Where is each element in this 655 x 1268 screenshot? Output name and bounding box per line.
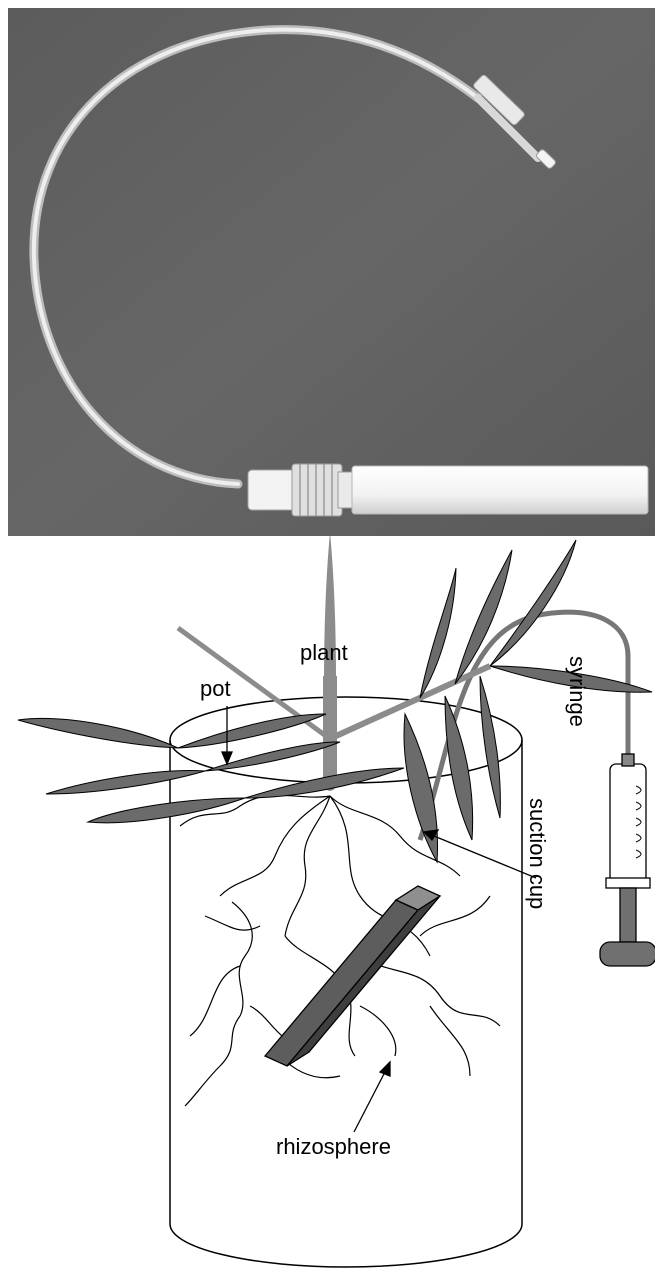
rhizosphere-label: rhizosphere xyxy=(276,1134,391,1159)
suction-cup-arrow xyxy=(434,836,536,878)
device-photo xyxy=(8,8,655,536)
syringe xyxy=(600,754,655,966)
pot-label: pot xyxy=(200,676,231,701)
rhizosphere-sampling-diagram: plant pot rhizosphere syringe suction cu… xyxy=(0,536,655,1268)
plant xyxy=(18,536,652,862)
roots xyxy=(180,795,500,1106)
rhizosphere-arrow xyxy=(354,1070,386,1132)
syringe-label: syringe xyxy=(565,656,590,727)
suction-cup-label: suction cup xyxy=(525,798,550,909)
suction-cup-device xyxy=(248,464,648,516)
plant-label: plant xyxy=(300,640,348,665)
